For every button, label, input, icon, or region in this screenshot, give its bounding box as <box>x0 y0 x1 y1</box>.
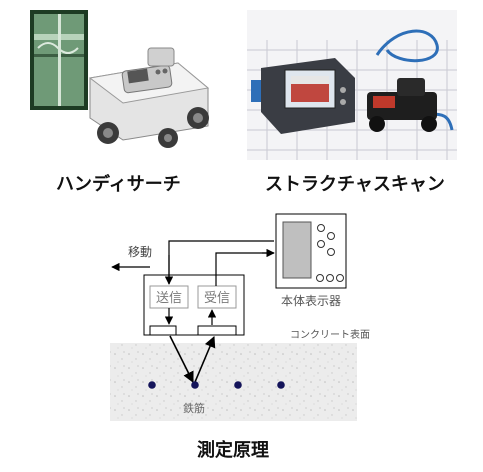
display-button-icon <box>326 274 334 282</box>
rebar-dot <box>277 381 285 389</box>
concrete-block <box>110 343 357 421</box>
sensor-unit <box>143 274 245 336</box>
receive-label: 受信 <box>204 291 230 306</box>
structure-scan-device-photo <box>247 10 457 160</box>
move-label: 移動 <box>128 245 152 259</box>
signal-line-transmit <box>168 240 274 284</box>
display-unit-label: 本体表示器 <box>281 294 341 308</box>
display-button-icon <box>316 274 324 282</box>
transmit-label: 送信 <box>156 291 182 306</box>
structure-scan-device-icon <box>247 10 457 160</box>
rebar-group <box>148 381 285 389</box>
concrete-surface-label: コンクリート表面 <box>290 328 370 341</box>
wave-to-rebar-arrow <box>169 335 194 384</box>
rebar-dot <box>191 381 199 389</box>
display-button-icon <box>327 248 335 256</box>
handy-search-device-photo <box>28 8 224 160</box>
display-button-icon <box>336 274 344 282</box>
rebar-dot <box>148 381 156 389</box>
display-button-icon <box>317 224 325 232</box>
rebar-label: 鉄筋 <box>183 401 205 415</box>
receive-box <box>197 285 237 309</box>
receive-antenna <box>197 325 237 336</box>
product-name-structure-scan: ストラクチャスキャン <box>265 174 445 195</box>
handy-search-device-icon <box>30 10 210 148</box>
transmit-antenna <box>149 325 177 336</box>
rebar-dot <box>234 381 242 389</box>
display-button-icon <box>317 240 325 248</box>
signal-line-receive <box>215 252 274 286</box>
wave-reflect-arrow <box>194 335 216 383</box>
display-button-icon <box>327 232 335 240</box>
product-name-handy-search: ハンディサーチ <box>56 174 181 195</box>
diagram-title: 測定原理 <box>197 440 269 461</box>
display-screen <box>282 221 312 279</box>
